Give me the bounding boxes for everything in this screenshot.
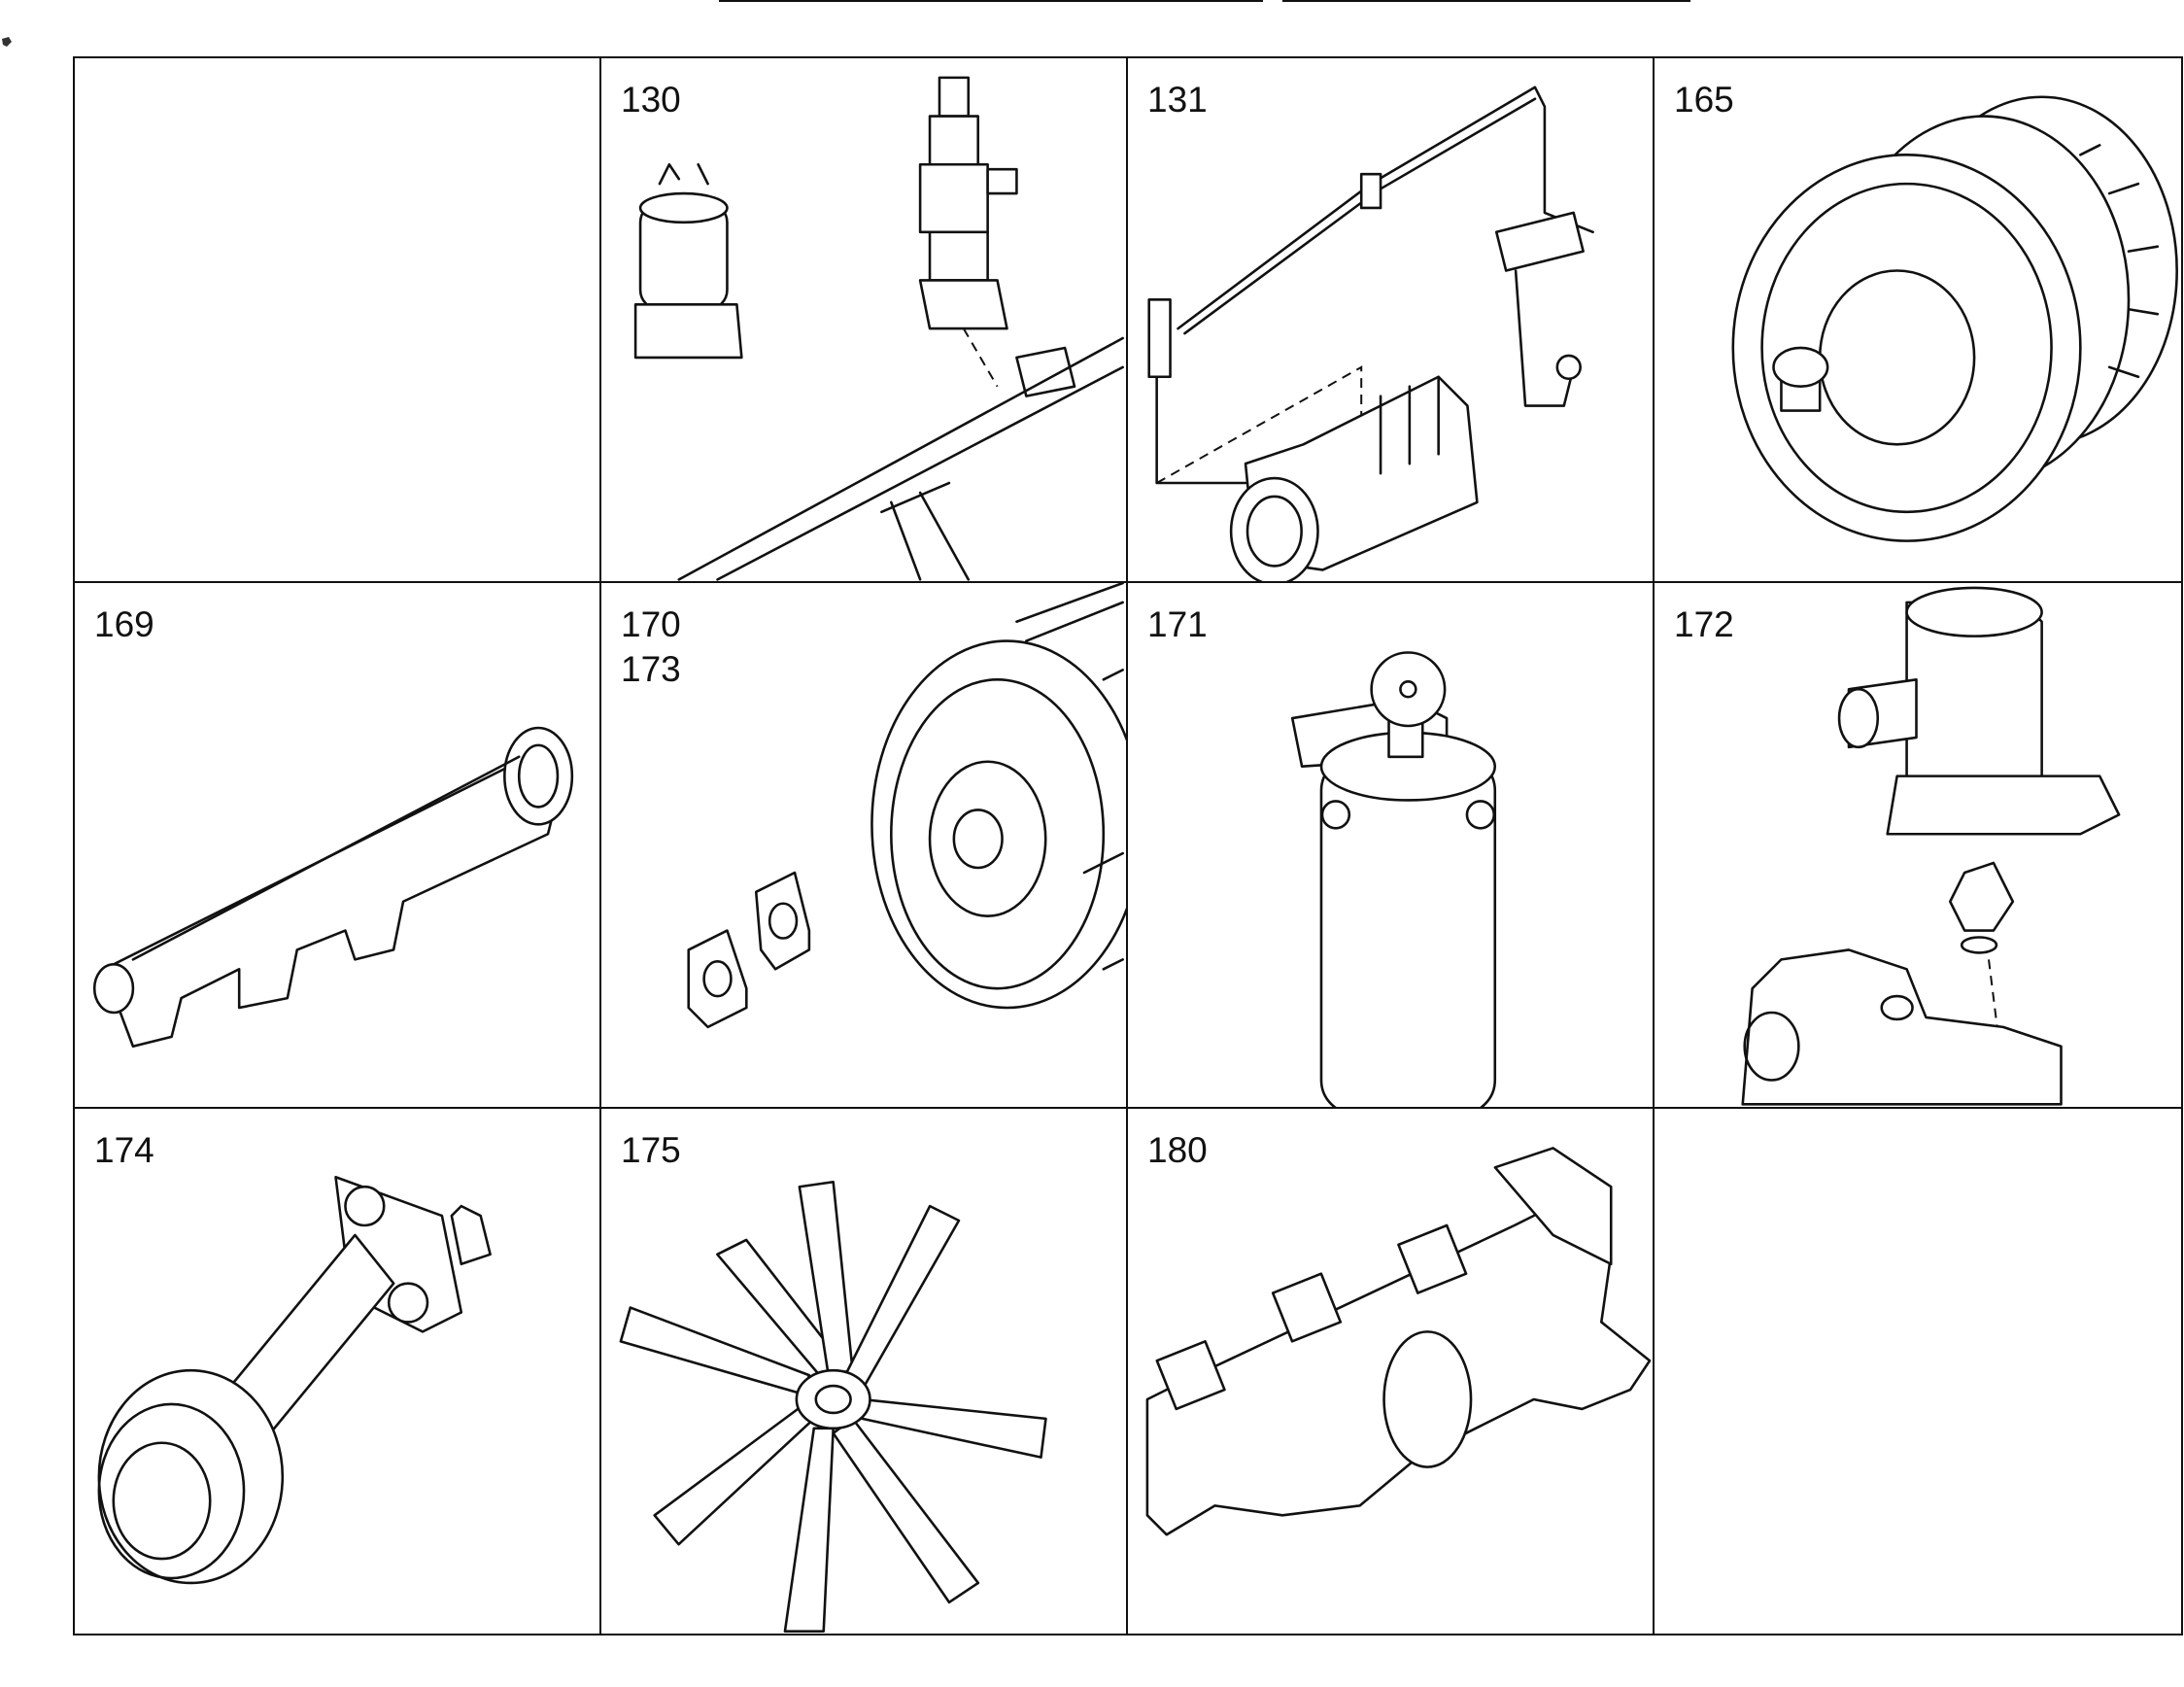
part-cell-175[interactable]: 175 — [601, 1108, 1128, 1634]
glow-plug-and-relay-icon — [633, 76, 1124, 581]
part-label: 173 — [621, 649, 681, 690]
part-number: 174 — [94, 1128, 154, 1173]
part-label: 174 — [94, 1129, 154, 1170]
oil-filter-icon — [1290, 651, 1497, 1107]
part-cell-174[interactable]: 174 — [75, 1108, 601, 1634]
part-number: 180 — [1147, 1128, 1208, 1173]
part-label: 180 — [1147, 1129, 1208, 1170]
part-label: 169 — [94, 604, 154, 645]
scan-speck-icon — [2, 37, 12, 47]
part-cell-165[interactable]: 165 — [1655, 58, 2181, 584]
part-label: 170 — [621, 604, 681, 645]
part-label: 172 — [1674, 604, 1734, 645]
part-label: 130 — [621, 80, 681, 120]
part-number: 169 — [94, 602, 154, 647]
part-number: 171 — [1147, 602, 1208, 647]
part-number: 165 — [1674, 78, 1734, 122]
scan-top-border-right — [1282, 0, 1690, 2]
part-number: 172 — [1674, 602, 1734, 647]
part-cell-171[interactable]: 171 — [1128, 583, 1655, 1109]
part-label: 131 — [1147, 80, 1208, 120]
part-label: 175 — [621, 1129, 681, 1170]
intake-manifold-icon — [92, 727, 574, 1049]
scan-top-border — [719, 0, 1263, 2]
part-cell-130[interactable]: 130 — [601, 58, 1128, 584]
vibration-damper-icon — [1731, 95, 2178, 542]
part-number: 131 — [1147, 78, 1208, 122]
part-cell-169[interactable]: 169 — [75, 583, 601, 1109]
cooling-fan-icon — [619, 1180, 1047, 1633]
part-cell-empty-12 — [1655, 1109, 2181, 1634]
part-cell-131[interactable]: 131 — [1128, 58, 1655, 584]
thermostat-housing-icon — [1741, 587, 2121, 1106]
parts-grid: 130 131 — [73, 56, 2183, 1635]
part-cell-empty-1 — [75, 58, 601, 584]
injector-line-assembly-icon — [1147, 86, 1594, 582]
drive-shaft-icon — [97, 1175, 492, 1584]
part-cell-172[interactable]: 172 — [1655, 583, 2181, 1109]
part-cell-180[interactable]: 180 — [1128, 1108, 1655, 1634]
flywheel-housing-icon — [687, 583, 1126, 1029]
part-number: 175 — [621, 1128, 681, 1173]
part-label: 165 — [1674, 80, 1734, 120]
exhaust-manifold-icon — [1145, 1146, 1652, 1536]
part-number: 130 — [621, 78, 681, 122]
part-label: 171 — [1147, 604, 1208, 645]
